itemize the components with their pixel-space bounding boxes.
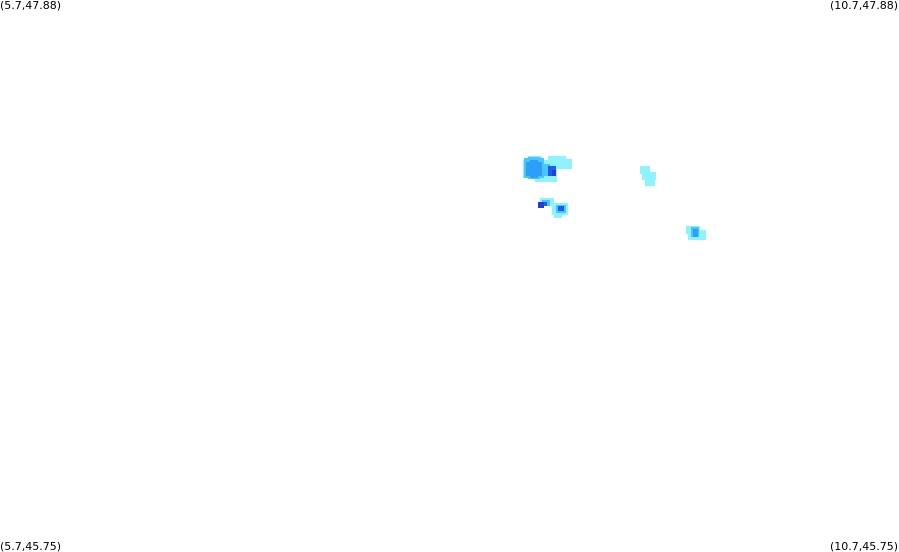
precip-cell bbox=[552, 170, 556, 176]
precip-cell bbox=[535, 175, 557, 182]
precip-cluster-main bbox=[523, 156, 572, 182]
precip-cluster-east bbox=[640, 166, 656, 186]
precip-cell bbox=[693, 229, 698, 237]
precip-cell bbox=[552, 159, 572, 169]
precip-cell bbox=[554, 212, 562, 218]
corner-coordinate-top-right: (10.7,47.88) bbox=[829, 0, 898, 12]
precip-cluster-southeast bbox=[686, 226, 706, 240]
precip-cell bbox=[640, 166, 650, 174]
precip-cell bbox=[642, 172, 656, 180]
precip-cell bbox=[538, 202, 544, 208]
corner-coordinate-bottom-left: (5.7,45.75) bbox=[0, 540, 62, 552]
precip-cell bbox=[544, 202, 547, 206]
corner-coordinate-bottom-right: (10.7,45.75) bbox=[829, 540, 898, 552]
precip-cluster-south bbox=[538, 198, 568, 218]
precip-cell bbox=[530, 160, 538, 178]
corner-coordinate-top-left: (5.7,47.88) bbox=[0, 0, 62, 12]
precip-cell bbox=[558, 206, 564, 211]
precip-cell bbox=[645, 178, 655, 186]
